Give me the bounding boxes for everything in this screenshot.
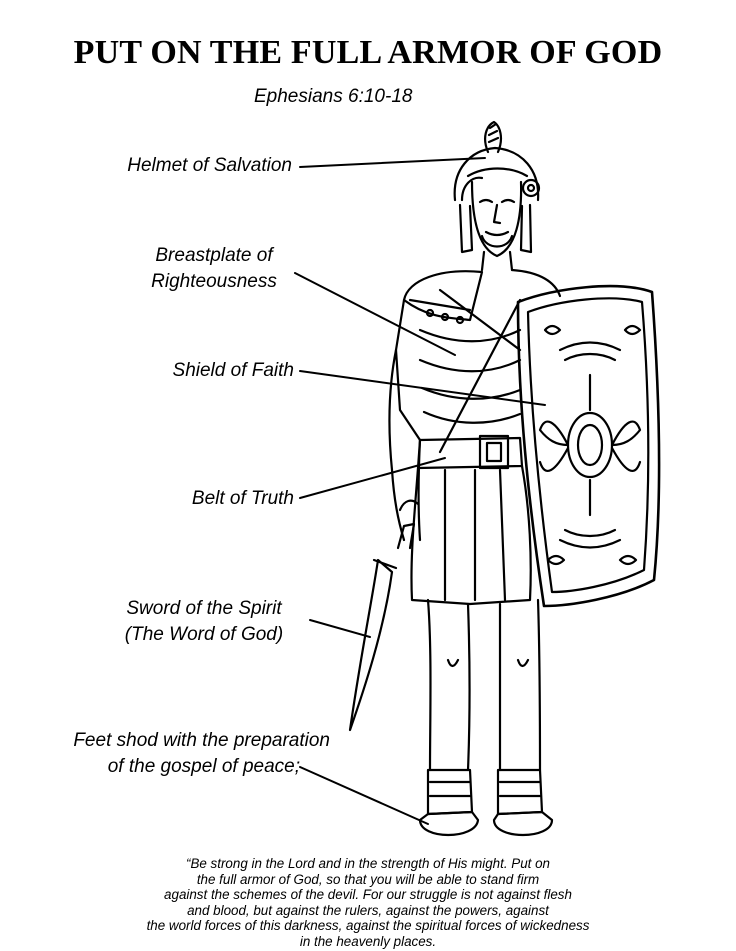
label-feet: Feet shod with the preparation of the go… [20,728,330,780]
label-belt: Belt of Truth [191,488,294,509]
shoulder-armor [402,268,562,325]
scripture-quote: “Be strong in the Lord and in the streng… [40,856,696,949]
legs [426,598,542,772]
quote-line: the full armor of God, so that you will … [196,871,540,887]
breastplate-callout-line [294,272,456,356]
label-breastplate-line2: Righteousness [151,271,277,292]
belt-callout-line [299,457,446,499]
quote-line: against the schemes of the devil. For ou… [164,887,572,902]
label-feet-line2: of the gospel of peace; [107,756,300,777]
label-sword-line1: Sword of the Spirit [126,598,282,619]
label-sword: Sword of the Spirit (The Word of God) [104,596,304,648]
label-feet-line1: Feet shod with the preparation [73,730,330,751]
quote-line: in the heavenly places. [299,933,437,949]
label-helmet: Helmet of Salvation [127,155,292,176]
label-breastplate-line1: Breastplate of [155,245,273,266]
sword-icon [348,522,416,732]
label-shield: Shield of Faith [172,360,294,381]
quote-line: and blood, but against the rulers, again… [187,902,549,918]
feet-callout-line [299,766,429,825]
scripture-reference: Ephesians 6:10-18 [254,86,413,107]
sword-callout-line [309,619,371,638]
page-title: PUT ON THE FULL ARMOR OF GOD [73,34,663,71]
helmet-icon [453,120,541,254]
label-sword-line2: (The Word of God) [124,624,284,645]
quote-line: “Be strong in the Lord and in the streng… [186,856,550,871]
neck [480,250,514,272]
breastplate [394,288,522,454]
label-breastplate: Breastplate of Righteousness [124,243,304,295]
sandals-icon [418,768,554,837]
callout-lines [294,157,546,825]
quote-line: the world forces of this darkness, again… [146,918,590,933]
helmet-callout-line [299,157,486,168]
belt-icon [416,434,524,470]
tunic [410,464,532,606]
shield-icon [516,284,661,608]
face [470,180,523,258]
